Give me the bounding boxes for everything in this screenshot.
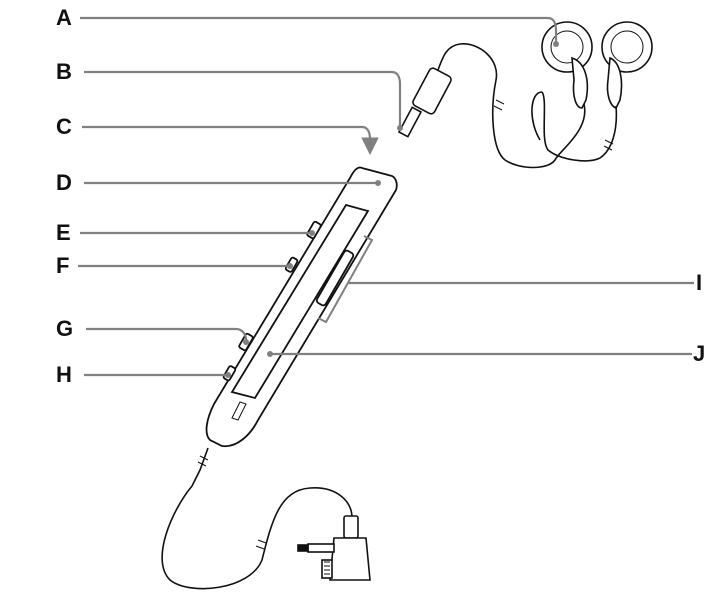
label-f: F [56,253,70,278]
earphones [541,21,653,109]
plug-housing [412,67,452,115]
label-c: C [56,114,72,139]
display-window [230,203,370,400]
label-h: H [56,362,72,387]
label-a: A [56,5,72,30]
label-i: I [696,270,703,295]
label-j: J [693,341,706,366]
left-earbud [541,21,593,73]
headphone-plug [397,67,452,138]
leader-c [82,125,379,156]
left-earbud-mesh [550,30,584,64]
label-g: G [56,316,74,341]
device-outline [205,166,398,448]
bottom-slot [231,401,247,421]
connector-tip [297,544,309,552]
bracket-i [317,235,374,324]
connector-cord [161,447,353,590]
player-body [205,166,398,448]
label-b: B [56,59,72,84]
leader-lines [78,16,694,378]
connector-pin [307,543,335,553]
right-earbud-mesh [610,30,644,64]
label-d: D [56,170,72,195]
plug-pin [397,106,423,138]
right-earbud [601,21,653,73]
side-controls-i [315,249,355,307]
leader-a [80,16,558,44]
left-earbud-stem [571,56,589,109]
leader-b [84,70,402,128]
connector-housing [329,537,371,581]
earphone-cord [437,43,618,169]
connector-plug [297,515,371,581]
label-e: E [56,220,71,245]
connector-terminal [321,559,333,579]
leader-g [86,327,248,342]
connector-neck [343,515,359,539]
